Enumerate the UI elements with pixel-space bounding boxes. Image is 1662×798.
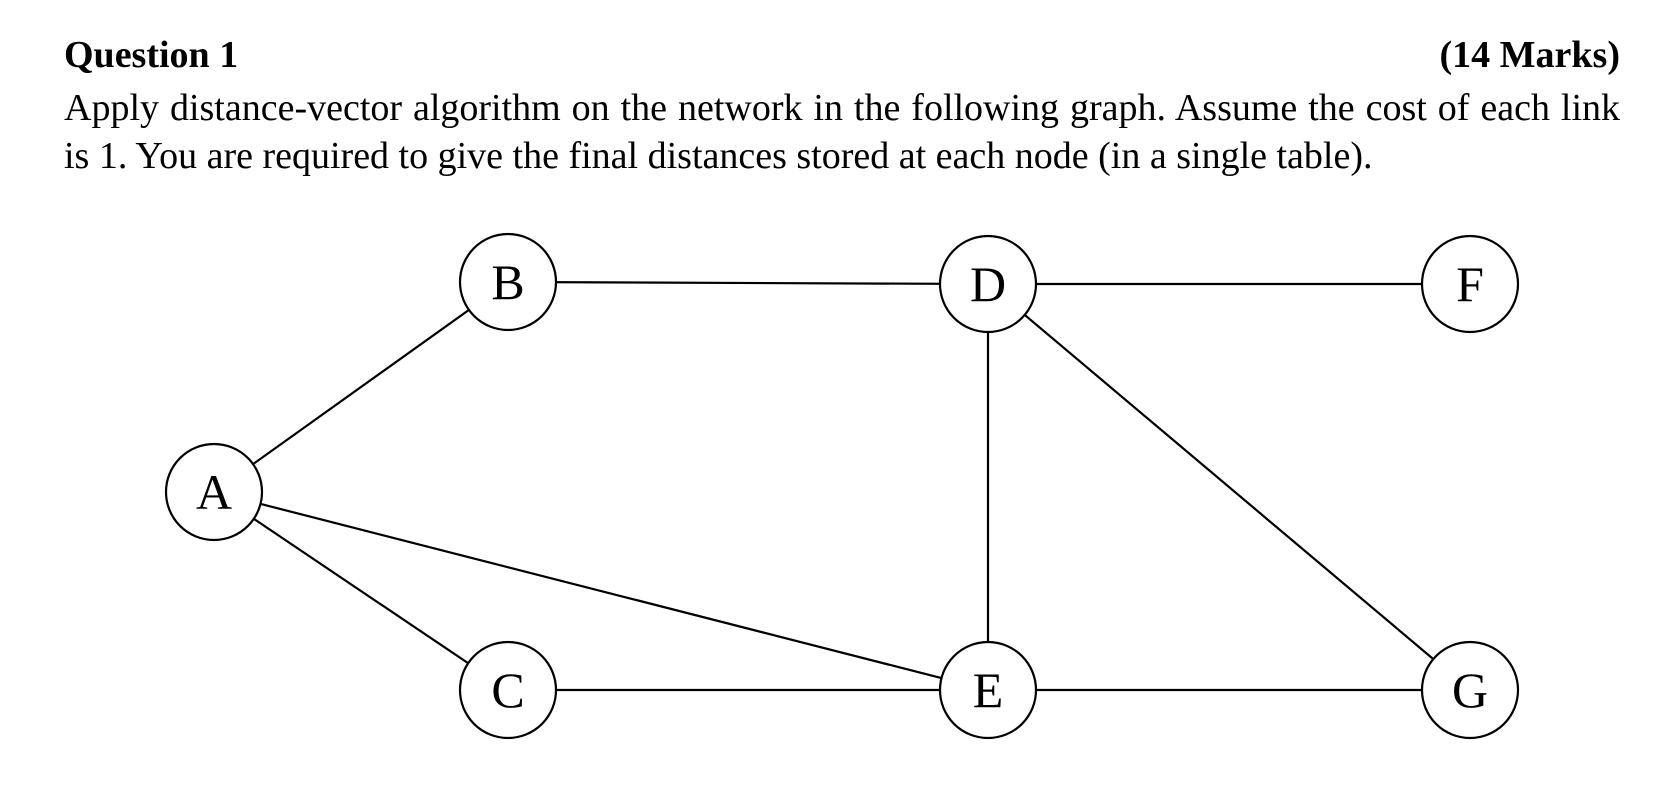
node-g: G — [1420, 640, 1520, 740]
graph-edges — [213, 280, 1471, 692]
node-circle — [938, 234, 1038, 334]
node-circle — [458, 640, 558, 740]
node-d: D — [938, 234, 1038, 334]
node-circle — [1420, 234, 1520, 334]
edge-a-b — [213, 281, 509, 493]
graph-nodes: A B C D E F G — [164, 232, 1520, 740]
node-circle — [938, 640, 1038, 740]
node-label: E — [973, 662, 1004, 718]
node-e: E — [938, 640, 1038, 740]
node-b: B — [458, 232, 558, 332]
edge-d-g — [987, 283, 1471, 691]
edge-a-c — [213, 491, 509, 691]
edge-b-d — [507, 280, 989, 286]
node-label: G — [1452, 662, 1488, 718]
node-f: F — [1420, 234, 1520, 334]
node-label: B — [491, 254, 524, 310]
node-c: C — [458, 640, 558, 740]
node-a: A — [164, 442, 264, 542]
question-header: Question 1 (14 Marks) — [64, 30, 1620, 80]
node-label: F — [1456, 256, 1484, 312]
question-title: Question 1 — [64, 34, 239, 76]
node-circle — [1420, 640, 1520, 740]
node-label: A — [196, 464, 232, 520]
edge-a-e — [213, 490, 989, 692]
question-marks: (14 Marks) — [1439, 34, 1620, 76]
question-text: Apply distance-vector algorithm on the n… — [64, 87, 1620, 177]
node-circle — [164, 442, 264, 542]
node-label: C — [491, 662, 524, 718]
node-circle — [458, 232, 558, 332]
node-label: D — [970, 256, 1006, 312]
